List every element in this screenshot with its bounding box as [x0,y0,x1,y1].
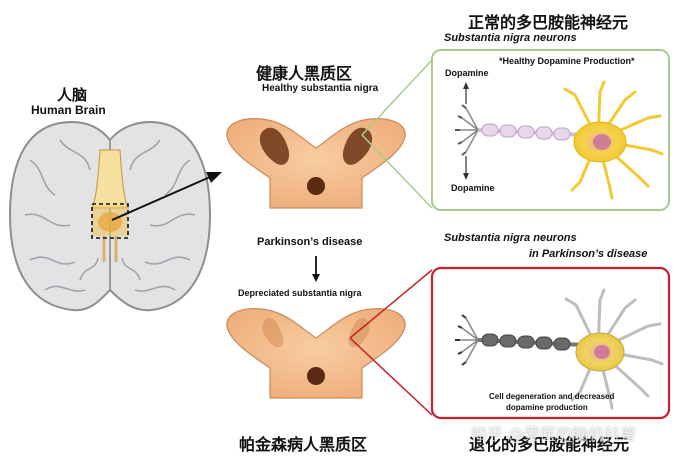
pd-caption-line2: dopamine production [506,403,588,412]
watermark: 知乎 @爱医的脑机科普 [471,425,637,444]
pd-neurons-title-en-line2: in Parkinson’s disease [529,248,648,260]
focus-box [91,203,129,239]
healthy-sn-tissue [226,118,406,209]
arrow-brain-to-sn [111,172,222,221]
healthy-production-note: *Healthy Dopamine Production* [499,56,635,66]
brain-title-cn: 人脑 [57,86,88,104]
normal-neurons-title-en: Substantia nigra neurons [444,32,577,44]
healthy-sn-title-en: Healthy substantia nigra [262,83,379,94]
pd-neurons-title-cn: 退化的多巴胺能神经元 [469,435,630,454]
depreciated-sn-label: Depreciated substantia nigra [238,288,362,298]
healthy-sn-title-cn: 健康人黑质区 [256,64,353,83]
pd-sn-title-cn: 帕金森病人黑质区 [239,435,368,454]
pd-caption-line1: Cell degeneration and decreased [489,392,615,401]
dopamine-label-top: Dopamine [445,68,489,78]
brain-illustration [8,120,212,312]
brain-title-en: Human Brain [31,103,106,117]
arrow-down [312,256,320,282]
pd-neurons-title-en-line1: Substantia nigra neurons [444,232,577,244]
pd-neuron-illustration [455,288,664,410]
normal-neurons-title-cn: 正常的多巴胺能神经元 [468,13,629,32]
dopamine-label-bottom: Dopamine [451,183,495,193]
parkinsons-label: Parkinson’s disease [257,236,363,248]
pd-sn-tissue [226,308,406,399]
normal-neuron-illustration [455,80,664,200]
